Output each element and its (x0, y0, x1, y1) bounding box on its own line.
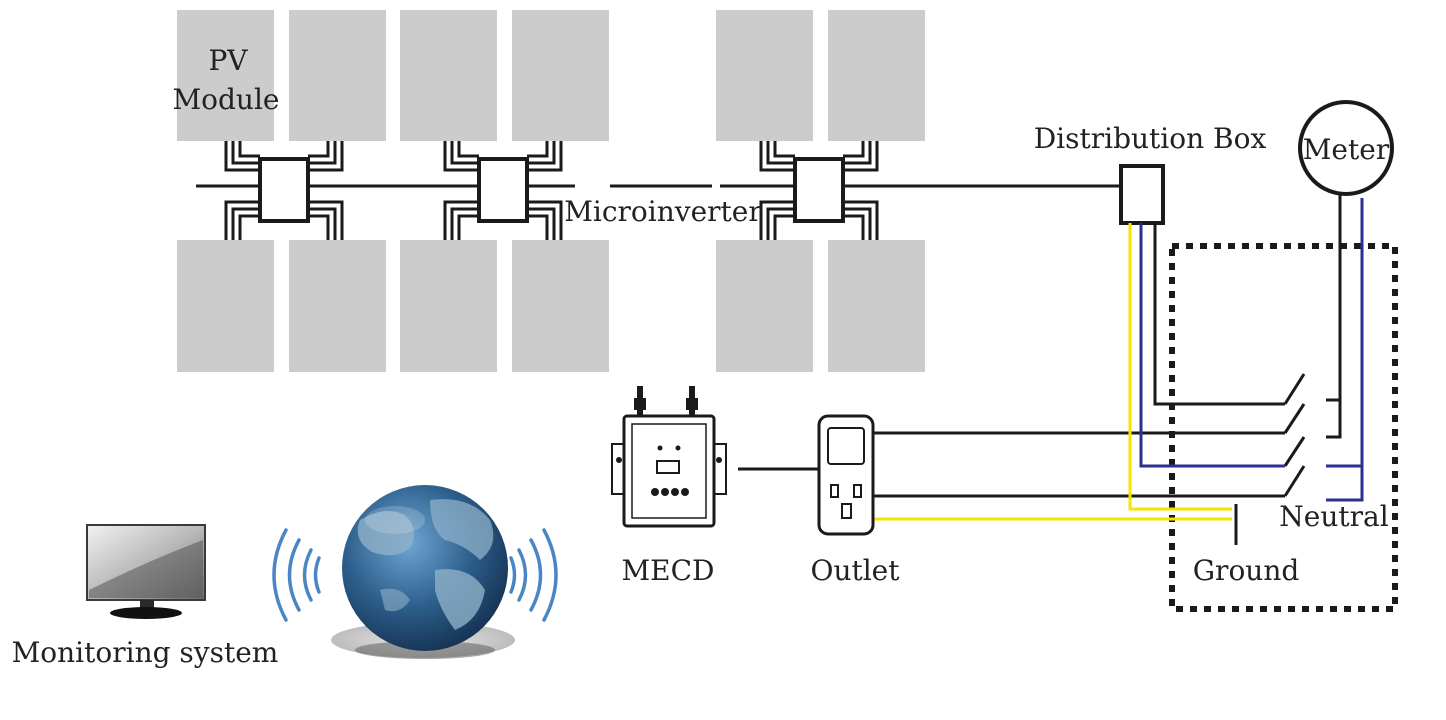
switch-icon (1283, 373, 1306, 497)
mecd-label: MECD (622, 554, 715, 587)
pv-panel-icon (716, 10, 813, 141)
line-wires (738, 194, 1342, 498)
wireless-signal-icon (272, 528, 321, 622)
mecd-device-icon (611, 386, 727, 528)
neutral-wires (1139, 198, 1364, 502)
outlet-label: Outlet (810, 554, 900, 587)
neutral-label: Neutral (1279, 500, 1388, 533)
distribution-box-icon (1119, 164, 1165, 225)
distribution-box-label: Distribution Box (1034, 122, 1267, 155)
pv-panel-icon (289, 10, 386, 141)
pv-panel-icon (828, 10, 925, 141)
meter-icon (1298, 100, 1394, 196)
pv-module-label: PV (208, 44, 248, 77)
pv-module-label: Module (172, 83, 279, 116)
microinverter-label: Microinverter (564, 195, 762, 228)
outlet-icon (817, 414, 875, 536)
meter-label: Meter (1303, 133, 1390, 166)
pv-panel-icon (716, 240, 813, 372)
globe-icon (331, 485, 515, 659)
monitoring-system-label: Monitoring system (12, 636, 279, 669)
wireless-signal-icon (509, 528, 558, 622)
ground-label: Ground (1193, 554, 1300, 587)
pv-panel-icon (512, 10, 609, 141)
microinverter-icon (224, 141, 344, 240)
pv-panel-icon (177, 240, 274, 372)
ground-wires (873, 223, 1232, 521)
monitor-icon (86, 524, 206, 619)
pv-panel-icon (828, 240, 925, 372)
pv-panel-icon (289, 240, 386, 372)
pv-panels (177, 10, 925, 372)
pv-panel-icon (512, 240, 609, 372)
pv-panel-icon (400, 10, 497, 141)
pv-panel-icon (400, 240, 497, 372)
pv-panel-icon (177, 10, 274, 141)
